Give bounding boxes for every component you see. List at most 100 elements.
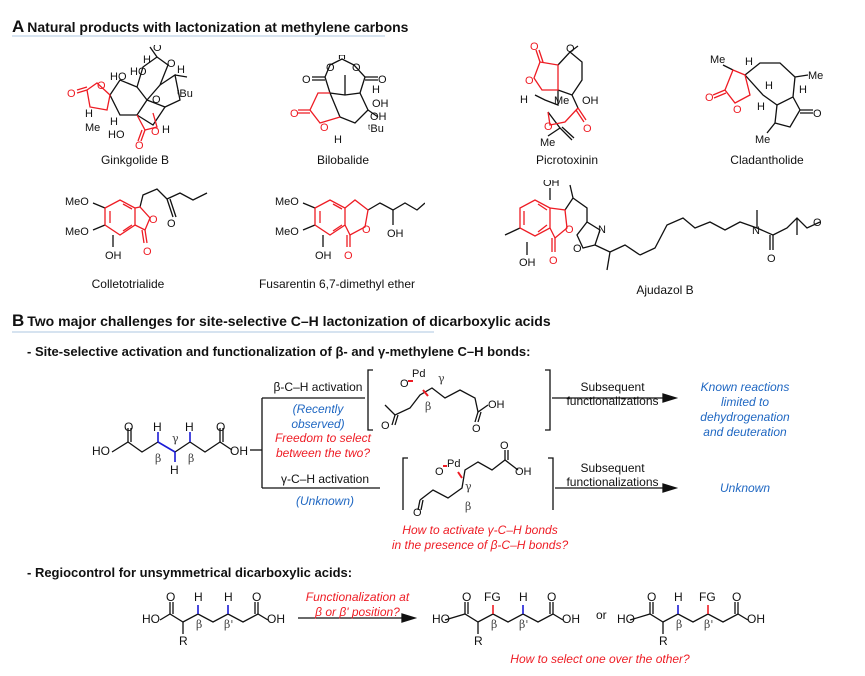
atom-label-o: O	[97, 80, 106, 92]
gamma-pd-o: O	[435, 466, 444, 478]
beta-branch-status: (Recently observed)	[291, 402, 345, 431]
gamma-outcome: Unknown	[719, 481, 771, 495]
atom-label-oh: OH	[543, 180, 560, 189]
substrate-oh: OH	[230, 444, 248, 458]
atom-label-meo: MeO	[275, 226, 299, 238]
regio-question-line: β or β' position?	[315, 605, 400, 619]
substrate-beta: β	[188, 452, 195, 465]
atom-label-o: O	[302, 74, 311, 86]
c2-substrate-oh: OH	[267, 612, 285, 626]
atom-label-o: O	[565, 224, 574, 236]
atom-label-oh: OH	[582, 95, 599, 107]
compound-name-ginkgolide-b: Ginkgolide B	[100, 153, 170, 167]
challenge-1-heading: - Site-selective activation and function…	[27, 344, 531, 359]
substrate-h: H	[185, 420, 194, 434]
atom-label-oh: OH	[519, 257, 536, 269]
ginkgolide-b-structure: O O H HO HO H ᵗBu O H Me H HO H O O O O	[67, 45, 193, 150]
p2-fg: FG	[699, 590, 716, 604]
compound-name-fusarentin: Fusarentin 6,7-dimethyl ether	[258, 277, 416, 291]
beta-outcome-line: dehydrogenation	[700, 410, 790, 424]
substrate-ho: HO	[92, 444, 110, 458]
beta-pd-beta: β	[425, 400, 432, 413]
atom-label-h: H	[177, 64, 185, 76]
p2-h: H	[674, 590, 683, 604]
atom-label-tbu: ᵗBu	[368, 123, 384, 135]
beta-subsequent-label: Subsequent functionalizations	[555, 380, 670, 408]
p1-oh: OH	[562, 612, 580, 626]
p1-r: R	[474, 634, 483, 648]
substrate-o: O	[216, 420, 226, 434]
atom-label-o: O	[352, 62, 361, 74]
challenge-1-scheme	[111, 369, 679, 510]
atom-label-o: O	[152, 94, 161, 106]
subsequent-line: functionalizations	[566, 394, 659, 408]
panel-a-title-text: Natural products with lactonization at m…	[27, 19, 409, 35]
beta-outcome-line: limited to	[720, 395, 770, 409]
subsequent-line: functionalizations	[566, 475, 659, 489]
beta-pd-gamma: γ	[438, 372, 445, 385]
gamma-pd-oh: OH	[515, 466, 532, 478]
beta-pd-carbonyl-o: O	[381, 420, 390, 432]
p1-o: O	[462, 590, 472, 604]
atom-label-ho: HO	[130, 66, 147, 78]
p1-h: H	[519, 590, 528, 604]
atom-label-o: O	[151, 126, 160, 138]
gamma-question: How to activate γ-C–H bonds in the prese…	[375, 523, 585, 553]
atom-label-o: O	[326, 62, 335, 74]
beta-outcome-line: Known reactions	[700, 380, 790, 394]
atom-label-o: O	[573, 243, 582, 255]
p1-beta: β	[491, 618, 498, 631]
regio-question-line: Functionalization at	[305, 590, 410, 604]
atom-label-o: O	[362, 224, 371, 236]
gamma-subsequent-label: Subsequent functionalizations	[555, 461, 670, 489]
atom-label-h: H	[372, 84, 380, 96]
atom-label-oh: OH	[387, 228, 404, 240]
c2-substrate-o: O	[252, 590, 262, 604]
beta-pd-oh: OH	[488, 399, 505, 411]
gamma-question-line: in the presence of β-C–H bonds?	[391, 538, 569, 552]
bilobalide-structure: H O O O O H OH OH ᵗBu H O O	[290, 55, 389, 146]
atom-label-me: Me	[808, 70, 823, 82]
p2-o: O	[732, 590, 742, 604]
c2-substrate-h: H	[224, 590, 233, 604]
selectivity-question: How to select one over the other?	[510, 652, 690, 666]
beta-pd-label: Pd	[412, 368, 426, 380]
gamma-pd-carbonyl-o: O	[413, 507, 422, 519]
atom-label-h: H	[745, 56, 753, 68]
compound-name-picrotoxinin: Picrotoxinin	[535, 153, 599, 167]
p1-beta-prime: β'	[519, 618, 529, 631]
atom-label-h: H	[765, 80, 773, 92]
atom-label-h: H	[520, 94, 528, 106]
atom-label-ho: HO	[108, 129, 125, 141]
fusarentin-structure: MeO MeO OH OH O O	[275, 196, 425, 262]
gamma-pd-label: Pd	[447, 458, 461, 470]
atom-label-o: O	[767, 253, 776, 265]
c2-substrate-h: H	[194, 590, 203, 604]
atom-label-o: O	[167, 58, 176, 70]
atom-label-o: O	[549, 255, 558, 267]
atom-label-oh: OH	[370, 111, 387, 123]
highlighted-ch-bonds	[157, 432, 191, 462]
gamma-pd-beta: β	[465, 500, 472, 513]
middle-question-line: between the two?	[275, 446, 371, 460]
compound-name-bilobalide: Bilobalide	[316, 153, 370, 167]
p1-ho: HO	[432, 612, 450, 626]
atom-label-oh: OH	[315, 250, 332, 262]
panel-b-title-text: Two major challenges for site-selective …	[27, 313, 551, 329]
atom-label-me: Me	[85, 122, 100, 134]
atom-label-o: O	[320, 122, 329, 134]
atom-label-me: Me	[755, 134, 770, 146]
atom-label-o: O	[378, 74, 387, 86]
p2-oh: OH	[747, 612, 765, 626]
atom-label-h: H	[162, 124, 170, 136]
substrate-h: H	[153, 420, 162, 434]
symmetric-diacid-structure	[111, 428, 233, 453]
atom-label-o: O	[167, 218, 176, 230]
c2-substrate-r: R	[179, 634, 188, 648]
gamma-pd-gamma: γ	[465, 480, 472, 493]
panel-a-underline	[12, 35, 385, 37]
gamma-branch-label: γ-C–H activation	[280, 472, 370, 486]
middle-question-line: Freedom to select	[274, 431, 372, 445]
subsequent-line: Subsequent	[580, 380, 645, 394]
